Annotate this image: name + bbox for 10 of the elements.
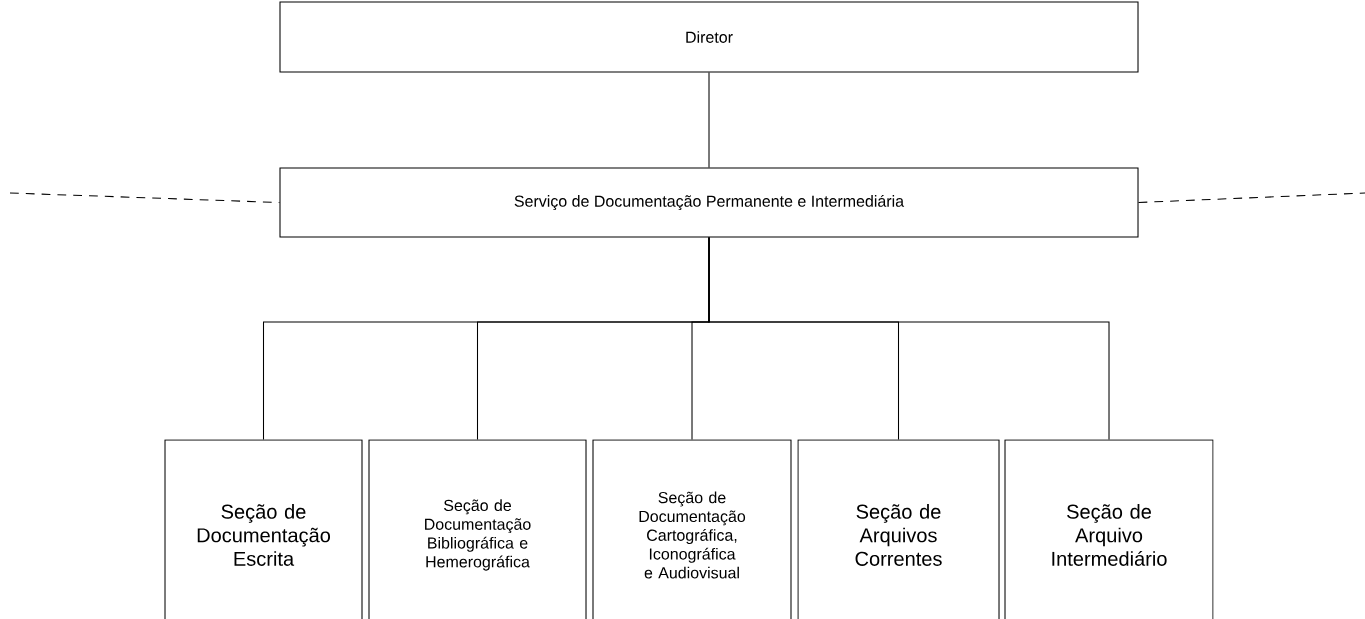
section-box: Seção de Arquivo Intermediário: [1004, 439, 1214, 619]
section-box: Seção de Documentação Escrita: [164, 439, 363, 619]
connector-line: [708, 72, 710, 168]
section-box: Seção de Arquivos Correntes: [797, 439, 1000, 619]
service-box: Serviço de Documentação Permanente e Intermediária: [279, 167, 1139, 238]
connector-line: [708, 237, 1110, 440]
section-box: Seção de Documentação Cartográfica, Iconográfica e Audiovisual: [592, 439, 792, 619]
director-box: Diretor: [279, 1, 1139, 73]
dashed-line: [1138, 192, 1365, 204]
section-box: Seção de Documentação Bibliográfica e Hemerográfica: [368, 439, 587, 619]
